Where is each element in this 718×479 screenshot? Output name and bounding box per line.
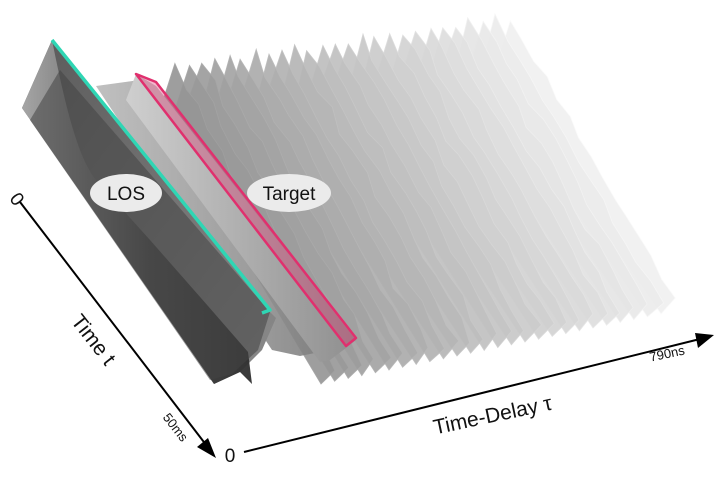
time-axis-title: Time t <box>66 310 120 370</box>
los-highlight-line <box>50 38 272 315</box>
los-ridge-shade <box>30 70 270 380</box>
los-label: LOS <box>90 174 162 212</box>
los-label-text: LOS <box>107 184 145 205</box>
delay-axis-title: Time-Delay τ <box>431 392 555 440</box>
time-axis-end-label: 50ms <box>160 410 192 445</box>
time-axis-arrowhead <box>197 438 216 458</box>
target-ridge <box>126 72 358 362</box>
delay-axis-line <box>243 337 705 453</box>
delay-axis-arrowhead <box>695 333 714 348</box>
delay-ridge <box>413 27 594 332</box>
delay-ridge <box>238 47 419 368</box>
delay-ridge <box>480 12 665 318</box>
delay-ridge <box>346 32 525 346</box>
time-axis-line <box>19 201 211 451</box>
delay-axis-origin-label: 0 <box>225 446 236 467</box>
los-label-pill <box>90 174 162 212</box>
delay-ridge <box>372 32 555 340</box>
delay-ridge <box>212 54 392 374</box>
target-ridge-wall <box>126 74 356 362</box>
los-ridge <box>22 38 276 384</box>
target-highlight-outline <box>134 72 358 348</box>
delay-ridge <box>279 43 460 360</box>
target-label-text: Target <box>263 184 317 205</box>
target-label-pill <box>247 174 331 212</box>
delay-ridge <box>453 16 634 324</box>
delay-axis-end-label: 790ns <box>648 342 686 364</box>
target-label: Target <box>247 174 331 212</box>
